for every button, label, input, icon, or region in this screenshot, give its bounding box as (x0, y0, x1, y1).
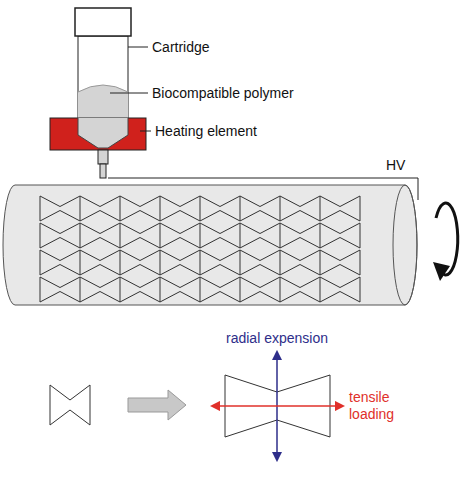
part-label: Biocompatible polymer (152, 85, 322, 102)
part-label: Cartridge (152, 39, 272, 56)
part-label: Heating element (155, 123, 295, 140)
direction-label: radial expension (217, 330, 337, 347)
rotation-arrow (433, 203, 458, 281)
leader-lines (110, 47, 151, 131)
unit-cell (50, 385, 90, 425)
transition-arrow (128, 390, 186, 420)
direction-label: tensile loading (349, 389, 411, 423)
rotating-mandrel (3, 185, 417, 305)
auxetic-pattern (40, 196, 360, 302)
voltage-label: HV (386, 157, 416, 174)
tensile-arrow (212, 405, 343, 407)
